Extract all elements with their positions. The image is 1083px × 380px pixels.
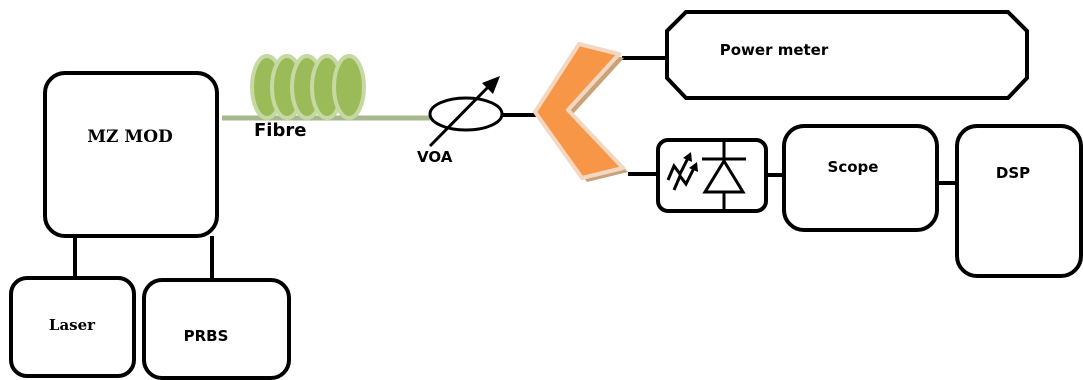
power-meter-label: Power meter: [720, 41, 829, 59]
mz-mod-block: MZ MOD: [43, 71, 219, 238]
prbs-label: PRBS: [184, 327, 229, 345]
power-meter-block: Power meter: [665, 10, 1029, 100]
voa-attenuator-icon: [428, 76, 504, 148]
prbs-block: PRBS: [142, 278, 291, 380]
scope-block: Scope: [782, 124, 939, 232]
laser-block: Laser: [9, 276, 136, 378]
mz-mod-label: MZ MOD: [87, 127, 173, 147]
dsp-label: DSP: [996, 164, 1030, 182]
photodetector-block: [656, 138, 768, 213]
optical-coupler-icon: [533, 42, 628, 182]
fibre-label: Fibre: [254, 120, 306, 141]
photodiode-icon: [702, 140, 746, 211]
fibre-spool-icon: [250, 54, 366, 120]
voa-label: VOA: [417, 148, 453, 166]
scope-label: Scope: [828, 158, 879, 176]
dsp-block: DSP: [955, 124, 1083, 278]
light-arrows-icon: [666, 152, 698, 191]
laser-label: Laser: [49, 316, 96, 334]
